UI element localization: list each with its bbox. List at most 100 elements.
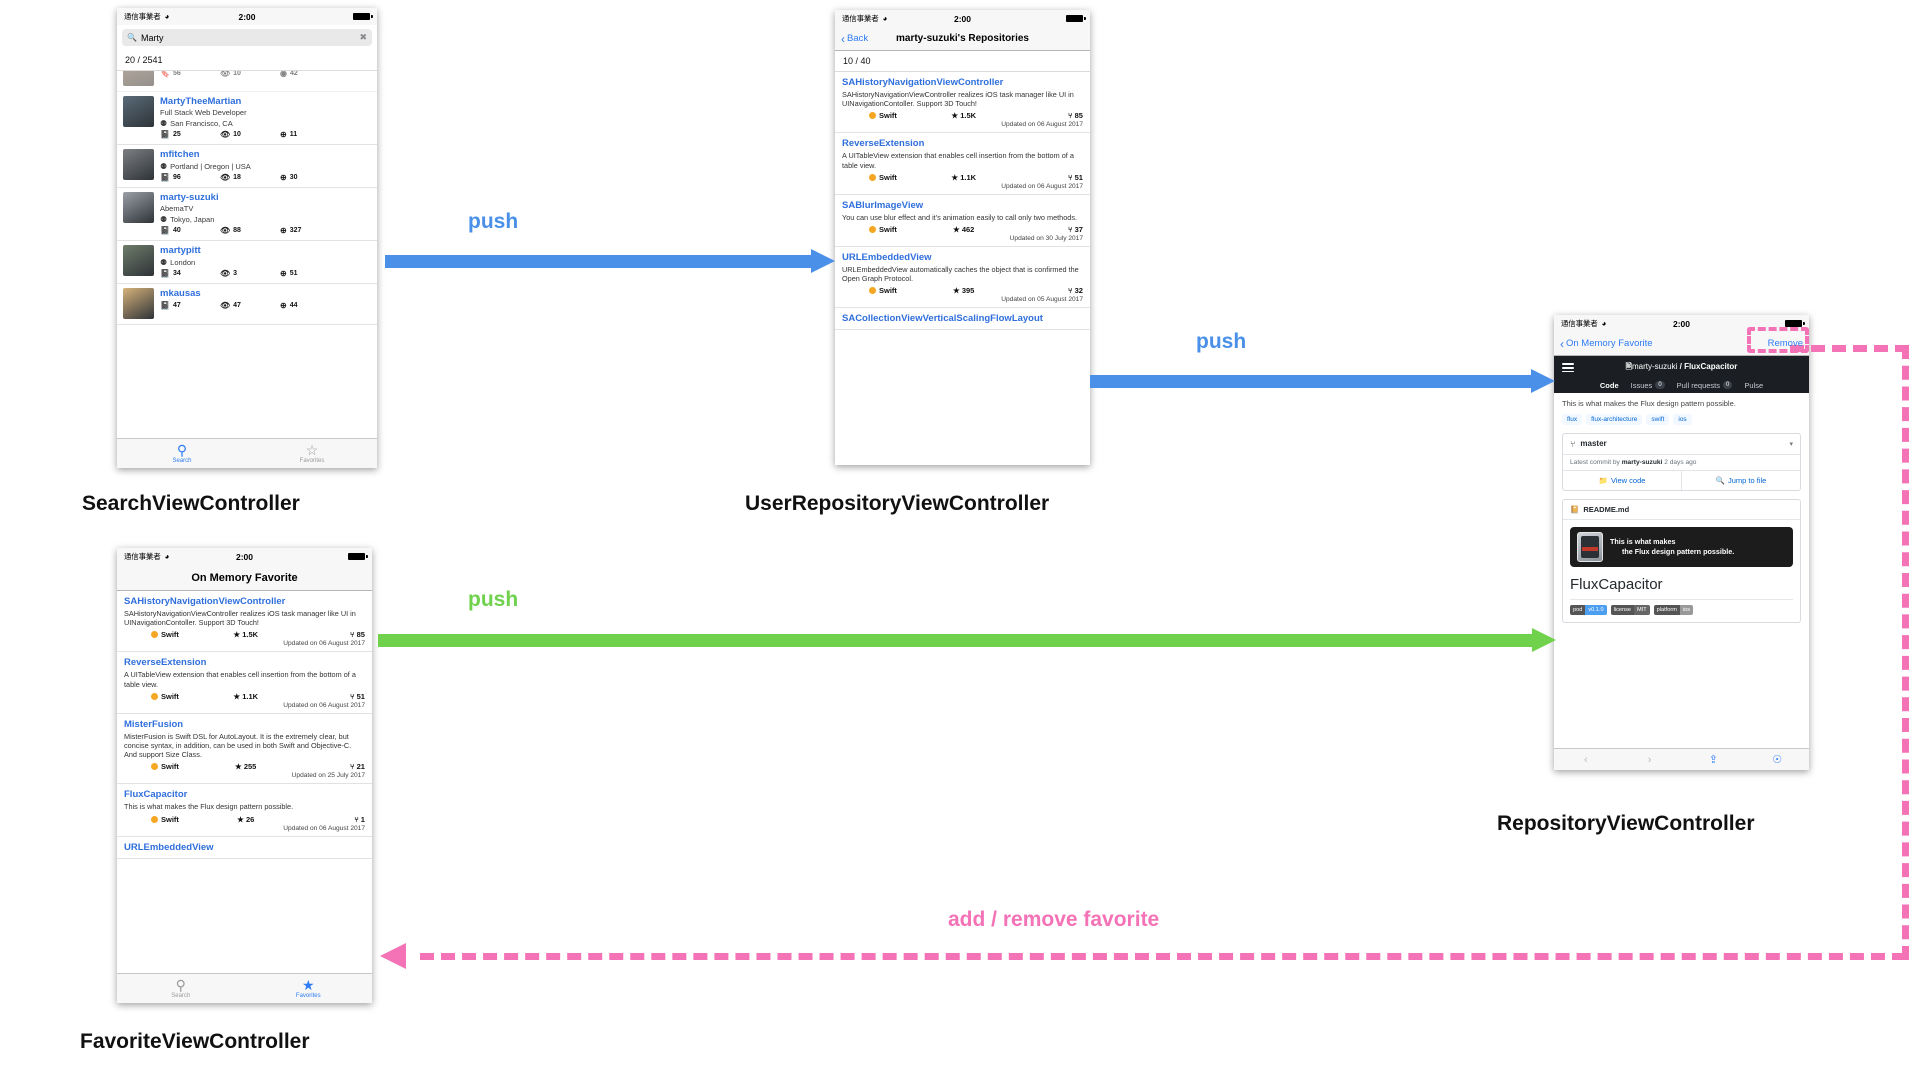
user-name[interactable]: mkausas	[160, 288, 201, 299]
topic-chip[interactable]: flux	[1562, 413, 1583, 425]
user-location-label: London	[170, 258, 196, 267]
topic-chip[interactable]: ios	[1673, 413, 1692, 425]
back-chevron-icon[interactable]: ‹	[1584, 753, 1588, 766]
jump-to-file-button[interactable]: 🔍 Jump to file	[1681, 470, 1800, 490]
topic-chip[interactable]: flux-architecture	[1586, 413, 1643, 425]
repo-name[interactable]: ReverseExtension	[842, 138, 925, 150]
repo-name[interactable]: SAHistoryNavigationViewController	[842, 77, 1004, 88]
navigation-bar: ‹ Back marty-suzuki's Repositories	[835, 27, 1090, 51]
user-stat: ⊕11	[280, 130, 340, 139]
star-icon: ★	[951, 172, 959, 182]
tab-bar[interactable]: ⚲ Search ☆ Favorites	[117, 438, 377, 468]
safari-icon[interactable]: ☉	[1772, 754, 1783, 766]
tab-code[interactable]: Code	[1600, 381, 1619, 390]
branch-selector[interactable]: ⑂ master ▾	[1563, 434, 1800, 454]
repo-name[interactable]: URLEmbeddedView	[124, 841, 214, 853]
tab-pull-requests[interactable]: Pull requests 0	[1677, 381, 1733, 390]
clear-icon[interactable]: ✖	[359, 32, 367, 42]
repo-forks: ⑂ 85	[285, 630, 365, 639]
search-input[interactable]: 🔍 Marty ✖	[122, 29, 372, 46]
list-item[interactable]: SACollectionViewVerticalScalingFlowLayou…	[835, 308, 1090, 331]
repo-language: Swift	[842, 286, 924, 295]
list-item[interactable]: mfitchen⚉Portland | Oregon | USA📓96👁18⊕3…	[117, 145, 377, 188]
view-code-button[interactable]: 📁 View code	[1563, 471, 1681, 490]
arrow-push-user-repos-to-repository	[1090, 369, 1555, 393]
tab-bar[interactable]: ⚲ Search ★ Favorites	[117, 973, 372, 1003]
hamburger-icon[interactable]	[1562, 361, 1574, 375]
tab-issues[interactable]: Issues 0	[1631, 381, 1665, 390]
repo-forks: ⑂ 37	[1003, 225, 1083, 234]
list-item[interactable]: 🔖56 👁10 ◉42	[117, 71, 377, 92]
arrow-label-push-1: push	[468, 210, 519, 233]
wifi-icon: ◕	[1601, 318, 1607, 328]
repo-meta: Swift★ 1.1K⑂ 51	[124, 692, 365, 701]
fork-icon: ⑂	[1068, 286, 1073, 296]
list-item[interactable]: URLEmbeddedView	[117, 836, 372, 859]
user-name[interactable]: mfitchen	[160, 149, 200, 160]
topic-chip[interactable]: swift	[1646, 413, 1670, 425]
repo-name[interactable]: FluxCapacitor	[124, 789, 188, 801]
repo-name[interactable]: MisterFusion	[124, 718, 184, 730]
github-tabs[interactable]: Code Issues 0 Pull requests 0 Pulse	[1554, 381, 1809, 390]
repo-stars: ★ 1.5K	[206, 630, 286, 639]
topic-list[interactable]: flux flux-architecture swift ios	[1562, 413, 1801, 425]
forward-chevron-icon[interactable]: ›	[1647, 753, 1652, 766]
tab-pull-requests-label: Pull requests	[1676, 380, 1721, 390]
repo-meta: Swift★ 1.5K⑂ 85	[124, 630, 365, 639]
user-stat: 👁88	[220, 226, 280, 235]
share-icon[interactable]: ⇪	[1708, 754, 1718, 766]
tab-favorites[interactable]: ★ Favorites	[245, 974, 373, 1003]
user-name[interactable]: MartyTheeMartian	[160, 96, 242, 107]
navigation-bar: On Memory Favorite	[117, 565, 372, 591]
user-stat: ⊕44	[280, 301, 340, 310]
arrow-head-favorite-to-favorites	[380, 943, 406, 969]
repo-name[interactable]: URLEmbeddedView	[842, 252, 932, 264]
user-stat-value: 47	[233, 302, 241, 309]
repo-icon: 📓	[160, 173, 170, 182]
repo-forks-value: 37	[1074, 225, 1083, 235]
repo-actions[interactable]: 📁 View code 🔍 Jump to file	[1563, 469, 1800, 490]
book-icon: 📔	[1570, 504, 1580, 514]
repo-forks-value: 51	[1074, 172, 1083, 182]
list-item[interactable]: martypitt⚉London📓34👁3⊕51	[117, 241, 377, 284]
avatar	[123, 288, 154, 319]
repo-stars: ★ 395	[924, 286, 1004, 295]
readme-banner-text: This is what makes the Flux design patte…	[1610, 537, 1734, 557]
user-stats: 📓25👁10⊕11	[160, 130, 371, 139]
repo-name[interactable]: SACollectionViewVerticalScalingFlowLayou…	[842, 313, 1043, 325]
tab-search[interactable]: ⚲ Search	[117, 974, 245, 1003]
remove-favorite-button[interactable]: Remove	[1767, 338, 1803, 349]
back-button-label: Back	[847, 33, 869, 44]
repo-name[interactable]: SAHistoryNavigationViewController	[124, 596, 286, 607]
back-button[interactable]: ‹ On Memory Favorite	[1560, 338, 1653, 350]
star-icon: ★	[235, 762, 242, 772]
back-button[interactable]: ‹ Back	[841, 33, 868, 45]
banner-line-2: the Flux design pattern possible.	[1622, 546, 1735, 556]
tab-search[interactable]: ⚲ Search	[117, 439, 247, 468]
repo-description: This is what makes the Flux design patte…	[124, 802, 294, 812]
fork-icon: ⑂	[1068, 111, 1073, 121]
tab-pulse[interactable]: Pulse	[1744, 381, 1763, 390]
list-item[interactable]: mkausas📓47👁47⊕44	[117, 284, 377, 325]
tab-favorites[interactable]: ☆ Favorites	[247, 439, 377, 468]
user-name[interactable]: marty-suzuki	[160, 192, 219, 203]
wifi-icon: ◕	[882, 13, 888, 23]
browser-toolbar[interactable]: ‹ › ⇪ ☉	[1554, 748, 1809, 770]
language-color-icon	[869, 226, 876, 234]
repo-name[interactable]: ReverseExtension	[124, 657, 207, 669]
user-name[interactable]: martypitt	[160, 245, 201, 256]
repo-name[interactable]: SABlurImageView	[842, 199, 924, 211]
